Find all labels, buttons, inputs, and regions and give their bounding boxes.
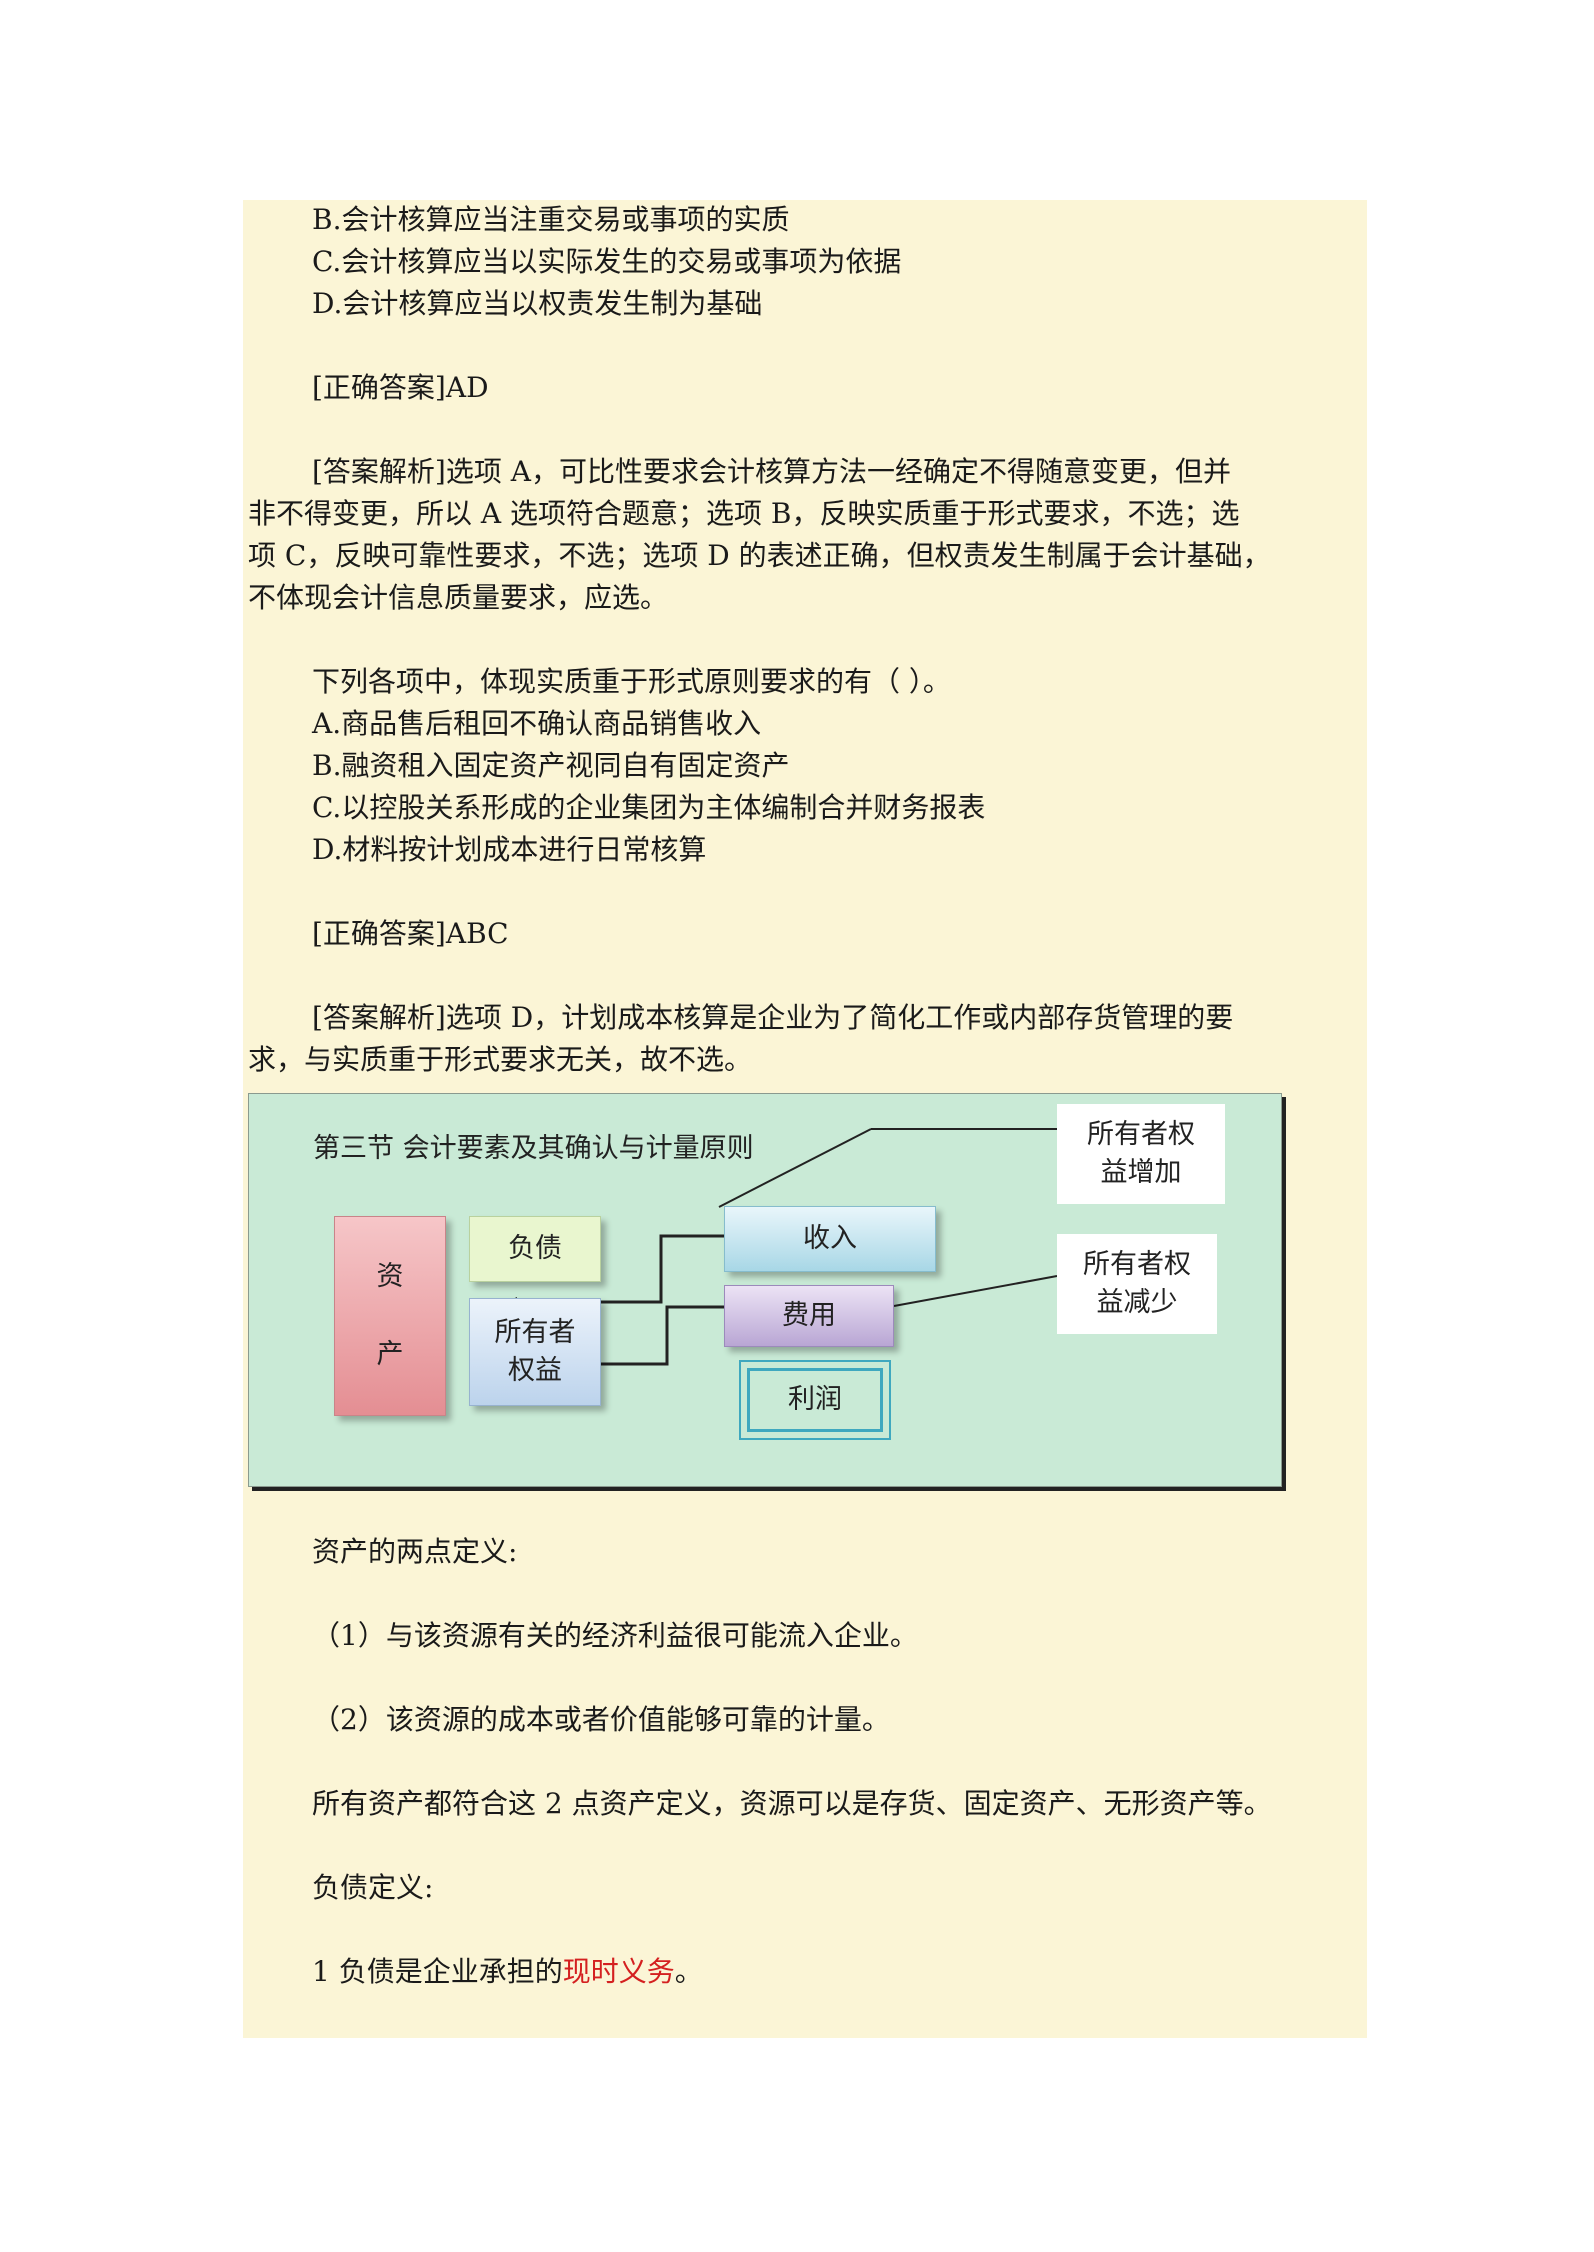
q1-option-c: C.会计核算应当以实际发生的交易或事项为依据 (312, 245, 902, 278)
q1-analysis-line: 项 C，反映可靠性要求，不选；选项 D 的表述正确，但权责发生制属于会计基础， (248, 539, 1271, 572)
q1-option-d: D.会计核算应当以权责发生制为基础 (312, 287, 763, 320)
liability-box: 负债 (469, 1216, 601, 1282)
liabilities-item-suffix: 。 (674, 1955, 703, 1988)
equity-decrease-box: 所有者权 益减少 (1057, 1234, 1217, 1334)
profit-box: 利润 (739, 1360, 891, 1440)
q2-option-c: C.以控股关系形成的企业集团为主体编制合并财务报表 (312, 791, 986, 824)
asset-label: 产 (376, 1339, 404, 1370)
income-box: 收入 (724, 1206, 936, 1272)
q1-analysis-line: 非不得变更，所以 A 选项符合题意；选项 B，反映实质重于形式要求，不选；选 (248, 497, 1240, 530)
equity-increase-label: 益增加 (1100, 1157, 1182, 1188)
profit-label: 利润 (747, 1368, 883, 1432)
liabilities-item-prefix: 1 负债是企业承担的 (312, 1955, 563, 1988)
equity-box: 所有者 权益 (469, 1298, 601, 1406)
liabilities-item-highlight: 现时义务 (562, 1955, 675, 1988)
q1-analysis-line: 不体现会计信息质量要求，应选。 (248, 581, 669, 614)
q1-option-b: B.会计核算应当注重交易或事项的实质 (312, 203, 790, 236)
q2-option-a: A.商品售后租回不确认商品销售收入 (312, 707, 762, 740)
assets-point: （1）与该资源有关的经济利益很可能流入企业。 (312, 1619, 918, 1652)
q2-answer: [正确答案]ABC (312, 917, 509, 950)
assets-point: （2）该资源的成本或者价值能够可靠的计量。 (312, 1703, 890, 1736)
asset-box: 资 产 (334, 1216, 446, 1416)
equity-label: 权益 (508, 1355, 562, 1386)
equity-increase-label: 所有者权 (1087, 1119, 1195, 1150)
assets-summary: 所有资产都符合这 2 点资产定义，资源可以是存货、固定资产、无形资产等。 (312, 1787, 1272, 1820)
equity-increase-box: 所有者权 益增加 (1057, 1104, 1225, 1204)
liabilities-heading: 负债定义: (312, 1871, 434, 1904)
accounting-elements-diagram: 第三节 会计要素及其确认与计量原则 资 产 负债 所有者 权益 收入 费用 利润… (248, 1093, 1282, 1487)
q1-analysis-line: [答案解析]选项 A，可比性要求会计核算方法一经确定不得随意变更，但并 (312, 455, 1231, 488)
increase-connector (718, 1128, 872, 1208)
q2-option-d: D.材料按计划成本进行日常核算 (312, 833, 707, 866)
q2-option-b: B.融资租入固定资产视同自有固定资产 (312, 749, 790, 782)
q1-answer: [正确答案]AD (312, 371, 489, 404)
q2-question: 下列各项中，体现实质重于形式原则要求的有（ ）。 (312, 665, 951, 698)
liabilities-item: 1 负债是企业承担的现时义务。 (312, 1951, 703, 1993)
assets-heading: 资产的两点定义: (312, 1535, 518, 1568)
expense-box: 费用 (724, 1285, 894, 1347)
q2-analysis-line: 求，与实质重于形式要求无关，故不选。 (248, 1043, 753, 1076)
q2-analysis-line: [答案解析]选项 D，计划成本核算是企业为了简化工作或内部存货管理的要 (312, 1001, 1234, 1034)
equity-decrease-label: 益减少 (1096, 1287, 1178, 1318)
diagram-title: 第三节 会计要素及其确认与计量原则 (313, 1133, 754, 1164)
decrease-connector (893, 1275, 1058, 1307)
asset-label: 资 (376, 1261, 404, 1292)
equity-label: 所有者 (494, 1317, 576, 1348)
equity-decrease-label: 所有者权 (1083, 1249, 1191, 1280)
